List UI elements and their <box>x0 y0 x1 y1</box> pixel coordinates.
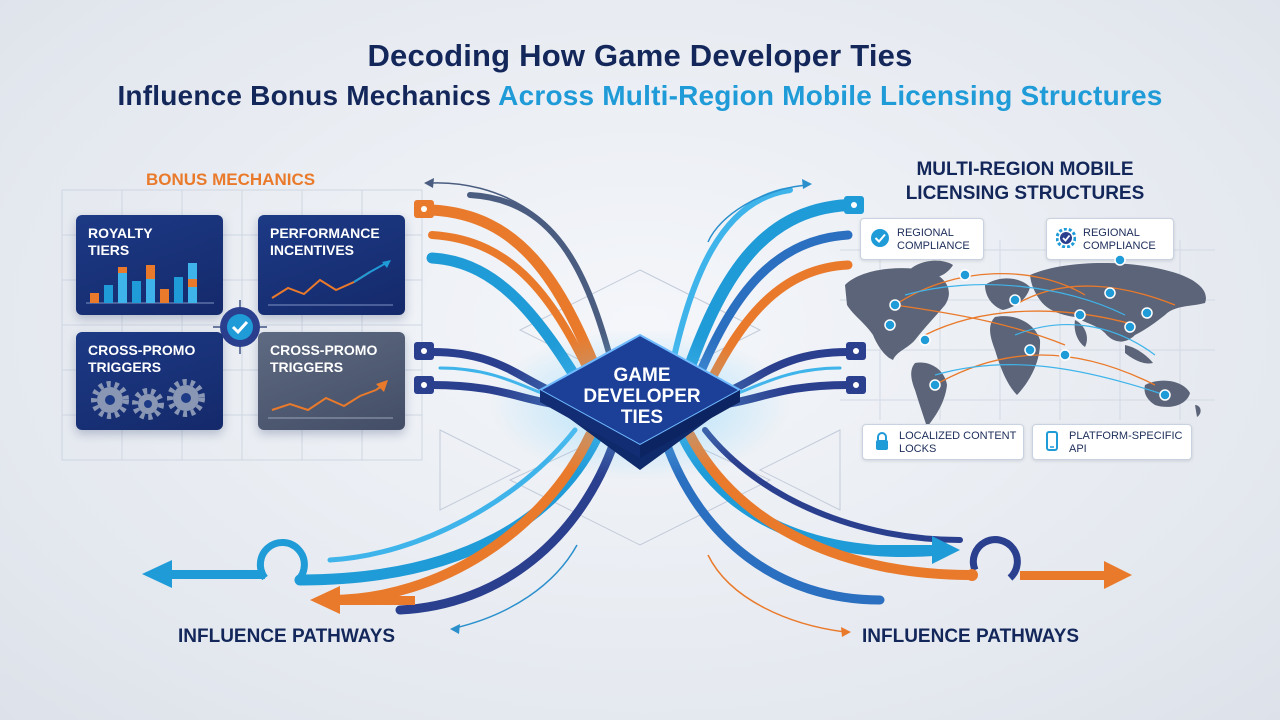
platform-specific-api-tag: PLATFORM-SPECIFIC API <box>1032 424 1192 460</box>
bonus-mechanics-heading: BONUS MECHANICS <box>146 170 316 189</box>
blue-arcs <box>904 284 1166 396</box>
trend-line-icon <box>268 380 393 419</box>
lock-icon <box>876 432 888 450</box>
tag-label: LOCALIZED CONTENT LOCKS <box>899 430 1017 455</box>
cross-promo-triggers-card-2: CROSS-PROMO TRIGGERS <box>258 332 405 430</box>
hub-node <box>490 330 790 480</box>
influence-pathways-right-label: INFLUENCE PATHWAYS <box>862 626 1080 647</box>
right-pathway-arrows <box>870 536 1132 589</box>
map-pins <box>884 254 1171 401</box>
localized-content-locks-tag: LOCALIZED CONTENT LOCKS <box>862 424 1024 460</box>
gear-check-icon <box>1056 228 1076 248</box>
performance-incentives-card: PERFORMANCE INCENTIVES <box>258 215 405 315</box>
left-pathway-arrows <box>142 539 415 614</box>
subtitle-prefix: Influence Bonus Mechanics <box>117 80 492 111</box>
card-title: CROSS-PROMO TRIGGERS <box>270 342 378 375</box>
thin-curve-arrows <box>429 182 846 633</box>
continents <box>845 260 1206 427</box>
trend-line-icon <box>268 260 393 306</box>
tag-label: REGIONAL COMPLIANCE <box>897 227 970 252</box>
verified-badge-icon <box>213 300 267 354</box>
page-subtitle: Influence Bonus Mechanics Across Multi-R… <box>0 80 1280 112</box>
check-circle-icon <box>871 229 889 247</box>
connector-sockets <box>414 196 866 394</box>
card-title: PERFORMANCE INCENTIVES <box>270 225 380 258</box>
tag-label: PLATFORM-SPECIFIC API <box>1069 430 1183 455</box>
card-title: CROSS-PROMO TRIGGERS <box>88 342 196 375</box>
page-title: Decoding How Game Developer Ties <box>367 38 913 73</box>
royalty-tiers-card: ROYALTY TIERS <box>76 215 223 315</box>
tag-label: REGIONAL COMPLIANCE <box>1083 227 1156 252</box>
bar-chart-icon <box>86 263 214 304</box>
world-map <box>845 254 1206 427</box>
subtitle-accent: Across Multi-Region Mobile Licensing Str… <box>498 80 1163 111</box>
gears-icon <box>91 379 205 420</box>
regional-compliance-tag-2: REGIONAL COMPLIANCE <box>1046 218 1174 260</box>
phone-icon <box>1046 431 1058 451</box>
regional-compliance-tag: REGIONAL COMPLIANCE <box>860 218 984 260</box>
card-title: ROYALTY TIERS <box>88 225 153 258</box>
cross-promo-triggers-card: CROSS-PROMO TRIGGERS <box>76 332 223 430</box>
hub-label: GAME DEVELOPER TIES <box>583 365 701 428</box>
licensing-heading: MULTI-REGION MOBILE LICENSING STRUCTURES <box>905 159 1145 204</box>
thin-arrowheads <box>424 178 851 637</box>
influence-pathways-left-label: INFLUENCE PATHWAYS <box>178 626 396 647</box>
